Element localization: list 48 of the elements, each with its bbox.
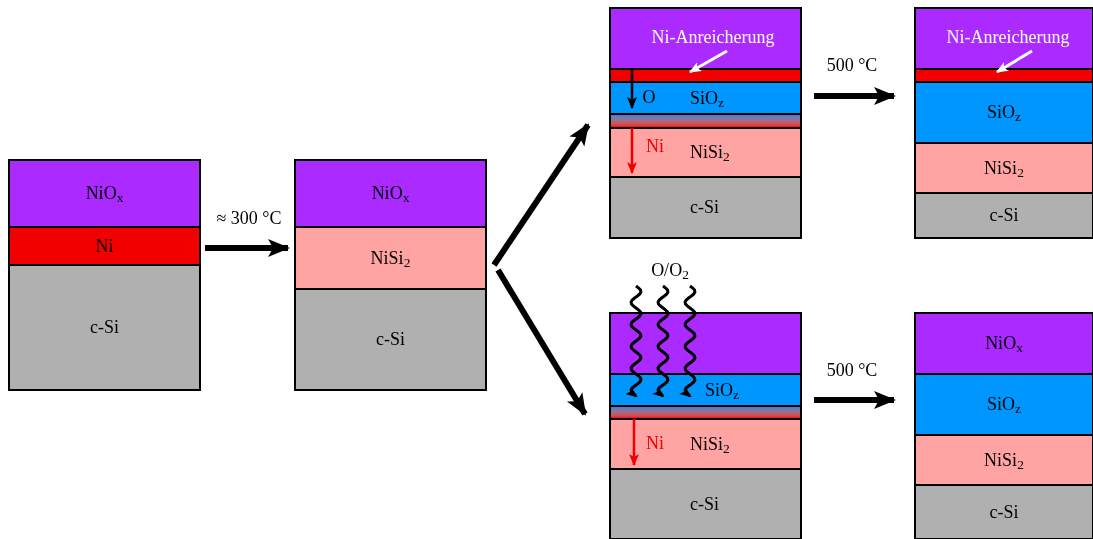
thin-layer bbox=[916, 68, 1092, 81]
leader-arrow bbox=[996, 49, 1033, 74]
material-layer: c-Si bbox=[10, 264, 199, 389]
thin-layer bbox=[611, 405, 800, 418]
material-layer: NiO$_{x}$ bbox=[296, 161, 485, 226]
material-layer: c-Si bbox=[916, 192, 1092, 237]
arrow bbox=[495, 268, 588, 416]
annotation-text: Ni-Anreicherung bbox=[630, 24, 796, 50]
text-label: O/O$_{2}$ bbox=[651, 261, 689, 279]
annotation-text: Ni-Anreicherung bbox=[928, 24, 1088, 50]
arrow bbox=[491, 123, 591, 267]
material-layer bbox=[916, 9, 1092, 68]
material-layer: SiO$_{z}$ bbox=[611, 373, 800, 405]
arrow bbox=[814, 87, 896, 105]
material-layer: NiSi$_{2}$ bbox=[916, 142, 1092, 192]
layer-stack bbox=[611, 314, 800, 538]
layer-stack bbox=[611, 9, 800, 237]
material-layer: SiO$_{z}$ bbox=[916, 81, 1092, 142]
layer-stack bbox=[296, 161, 485, 389]
material-layer: Ni bbox=[10, 226, 199, 264]
edge-label: O bbox=[642, 88, 656, 106]
arrow bbox=[205, 239, 290, 257]
edge-label: Ni bbox=[646, 434, 664, 452]
material-layer: NiSi$_{2}$ bbox=[296, 226, 485, 288]
arrow bbox=[627, 68, 637, 109]
edge-label: 500 °C bbox=[826, 361, 878, 379]
material-layer: c-Si bbox=[611, 468, 800, 538]
material-layer bbox=[611, 314, 800, 373]
arrow bbox=[814, 391, 896, 409]
arrow bbox=[627, 128, 637, 174]
edge-label: ≈ 300 °C bbox=[216, 209, 282, 227]
layer-stack bbox=[916, 9, 1092, 237]
thin-layer bbox=[611, 68, 800, 81]
material-layer bbox=[611, 9, 800, 68]
layer-stack bbox=[916, 314, 1092, 538]
material-layer: NiO$_{x}$ bbox=[10, 161, 199, 226]
thin-layer bbox=[611, 113, 800, 127]
edge-label: Ni bbox=[646, 137, 664, 155]
edge-label: 500 °C bbox=[826, 56, 878, 74]
material-layer: c-Si bbox=[611, 176, 800, 237]
material-layer: c-Si bbox=[916, 484, 1092, 538]
arrow bbox=[629, 419, 639, 466]
material-layer: NiO$_{x}$ bbox=[916, 314, 1092, 373]
material-layer: SiO$_{z}$ bbox=[916, 373, 1092, 434]
layer-stack bbox=[10, 161, 199, 389]
leader-arrow bbox=[689, 49, 728, 74]
material-layer: c-Si bbox=[296, 288, 485, 389]
material-layer: NiSi$_{2}$ bbox=[916, 434, 1092, 484]
